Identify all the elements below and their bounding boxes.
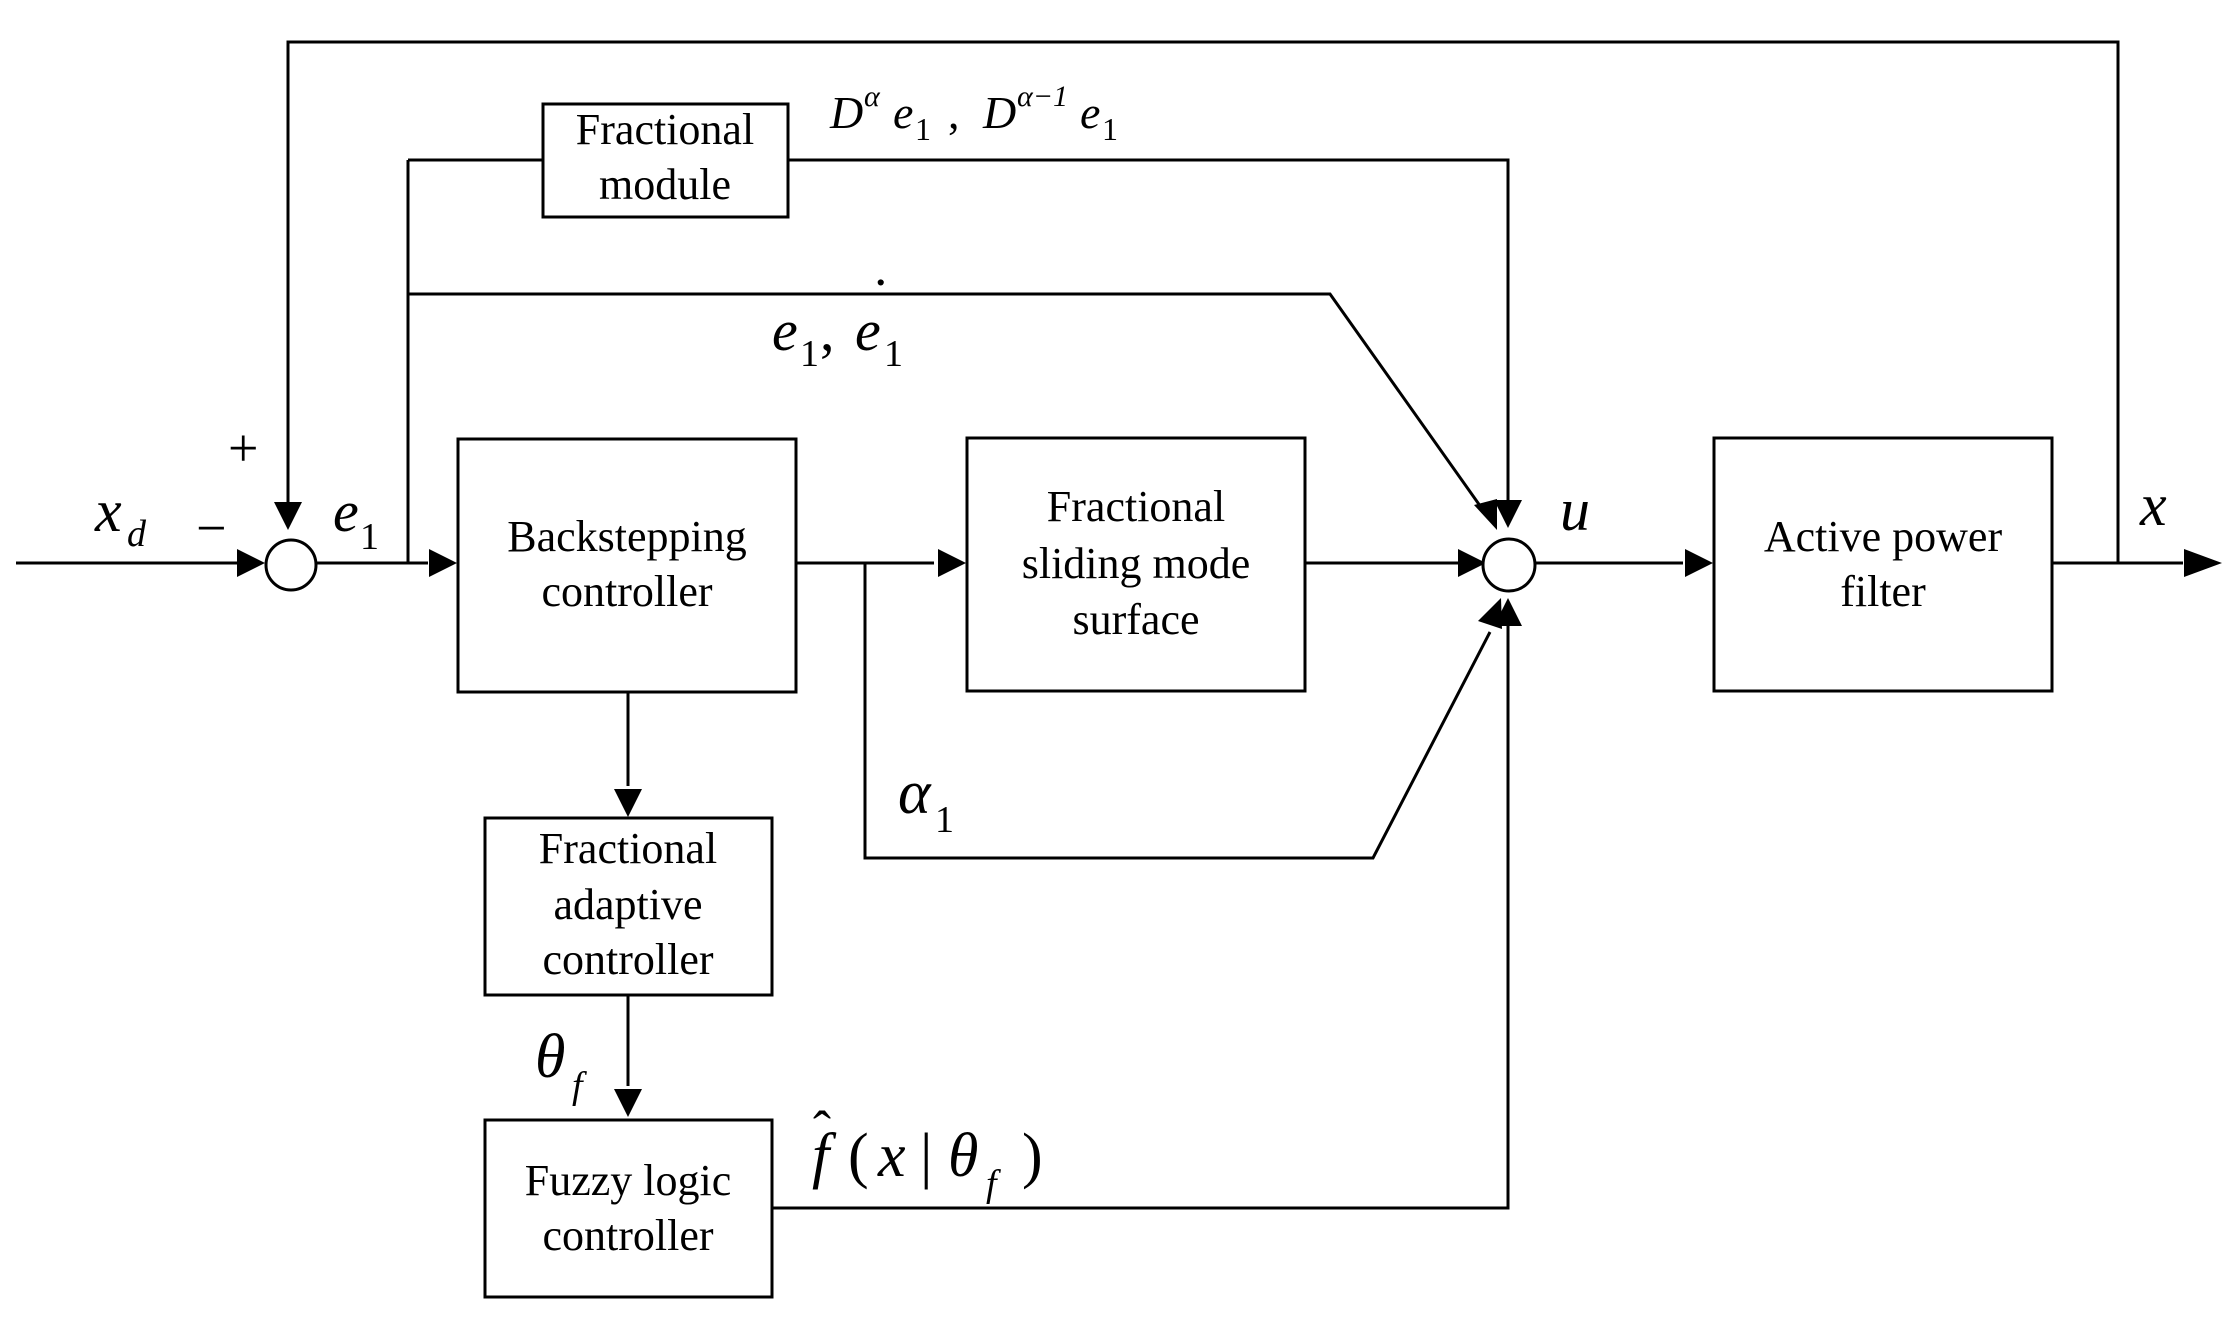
error-summing-junction [264,538,318,592]
arrowhead-feedback-to-sum [274,502,302,530]
fuzzy-controller-box [483,1118,774,1299]
arrowhead-xd-to-sum [237,549,265,577]
backstepping-controller-block: Backstepping controller [456,437,798,694]
feedback-line-x [286,40,2120,563]
fractional-module-label-line-1: Fractional [576,105,754,154]
minus-sign: − [196,498,226,558]
theta-f-subscript: f [572,1065,587,1107]
arrowhead-alpha1-to-sum [1478,598,1502,629]
fhat-theta-sub: f [986,1163,1001,1205]
sliding-mode-surface-box [965,436,1307,693]
line-alpha1 [863,563,1492,860]
alpha1-base: α [898,759,932,827]
backstepping-label-line-2: controller [541,567,712,616]
deriv-D2: D [982,87,1016,138]
deriv-e1-sub: 1 [915,111,931,147]
deriv-e1b-sub: 1 [1102,111,1118,147]
deriv-D1: D [829,87,863,138]
alpha1-label: α 1 [898,759,954,841]
e1-e1dot-label: e 1 , e ˙ 1 [772,266,903,375]
arrowhead-to-adaptive [614,789,642,817]
arrowhead-to-backstepping [429,549,457,577]
e1dot-e-base: e [772,298,798,363]
line-fractional-module-to-sum [788,158,1510,502]
fractional-module-label-line-2: module [599,160,731,209]
arrowhead-to-sliding [938,549,966,577]
theta-f-base: θ [535,1023,565,1091]
theta-f-label: θ f [535,1023,587,1107]
filter-label-line-2: filter [1840,567,1926,616]
signal-u-label: u [1560,477,1590,543]
sliding-label-line-3: surface [1072,595,1199,644]
active-power-filter-block: Active power filter [1712,436,2054,693]
control-summing-junction [1481,537,1537,593]
fuzzy-label-line-1: Fuzzy logic [525,1156,732,1205]
arrowheads [237,499,2222,1117]
fhat-close-paren: ) [1022,1122,1043,1190]
e1-subscript: 1 [360,516,379,558]
filter-label-line-1: Active power [1764,512,2003,561]
e1dot-dot-accent: ˙ [871,266,890,331]
plus-sign: + [228,418,258,478]
active-power-filter-box [1712,436,2054,693]
fhat-theta: θ [948,1122,978,1190]
e1dot-edot-base: e [855,298,881,363]
xd-base: x [94,478,122,544]
fhat-hat: ˆ [813,1100,831,1160]
backstepping-label-line-1: Backstepping [507,512,747,561]
line-e1-e1dot-to-sum [408,292,1485,511]
deriv-alpha-minus-one-sup: α−1 [1017,80,1068,113]
fhat-x: x [877,1122,906,1190]
fractional-sliding-mode-surface-block: Fractional sliding mode surface [965,436,1307,693]
sliding-label-line-1: Fractional [1047,482,1225,531]
fuzzy-logic-controller-block: Fuzzy logic controller [483,1118,774,1299]
signal-x-label: x [2139,472,2167,538]
adaptive-label-line-2: adaptive [553,880,702,929]
arrowhead-to-fuzzy [614,1089,642,1117]
fhat-bar: | [920,1122,932,1190]
fhat-open-paren: ( [848,1122,869,1190]
deriv-comma: , [948,87,960,138]
arrowhead-to-filter [1685,549,1713,577]
arrowhead-e1dot-to-sum [1474,499,1497,530]
fractional-adaptive-controller-block: Fractional adaptive controller [483,816,774,997]
signal-xd-label: x d [94,478,147,555]
adaptive-label-line-3: controller [542,935,713,984]
xd-subscript: d [127,513,147,555]
adaptive-label-line-1: Fractional [539,824,717,873]
fractional-derivative-label: D α e 1 , D α−1 e 1 [829,80,1118,147]
sliding-label-line-2: sliding mode [1022,539,1251,588]
alpha1-subscript: 1 [935,799,954,841]
fractional-module-block: Fractional module [541,102,790,219]
fuzzy-estimate-label: f ˆ ( x | θ f ) [812,1100,1043,1205]
arrowhead-fuzzy-to-sum [1494,598,1522,626]
e1dot-e-sub: 1 [800,333,819,375]
fuzzy-label-line-2: controller [542,1211,713,1260]
signal-e1-label: e 1 [333,479,379,558]
e1-base: e [333,479,359,544]
fractional-module-box [541,102,790,219]
e1dot-comma: , [820,298,835,363]
deriv-e1-base: e [893,87,913,138]
arrowhead-output-x [2184,549,2222,577]
backstepping-controller-box [456,437,798,694]
deriv-e1b-base: e [1080,87,1100,138]
adaptive-controller-box [483,816,774,997]
arrowhead-fractional-module-to-sum [1494,500,1522,528]
e1dot-edot-sub: 1 [884,333,903,375]
deriv-alpha-sup: α [864,80,881,113]
arrowhead-sliding-to-sum [1458,549,1486,577]
line-fuzzy-to-sum [772,624,1510,1210]
connection-lines [16,40,2183,1210]
